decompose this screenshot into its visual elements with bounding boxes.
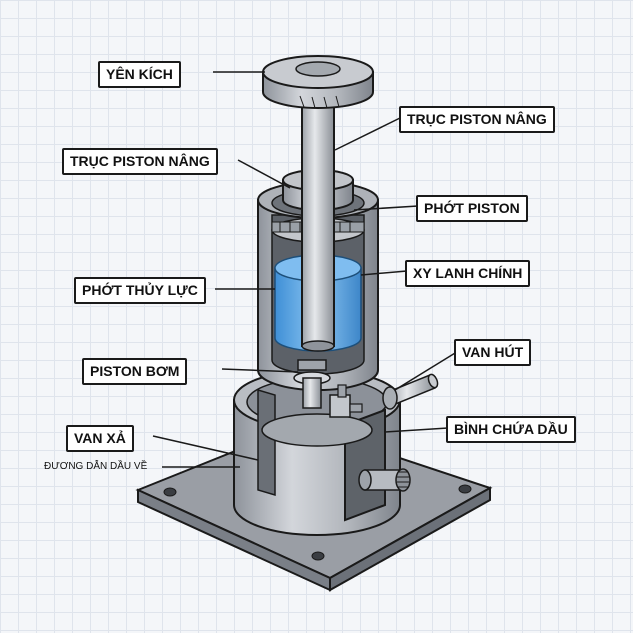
suction-valve-pipe — [382, 373, 439, 410]
leader-lines — [152, 71, 461, 468]
label-van-xa: VAN XẢ — [66, 425, 134, 452]
release-valve — [358, 468, 411, 492]
label-truc-piston-nang-right: TRỤC PISTON NÂNG — [399, 106, 555, 133]
piston-rod — [301, 95, 335, 352]
label-piston-bom: PISTON BƠM — [82, 358, 188, 385]
label-duong-dan-dau-ve: ĐƯƠNG DẪN DẦU VỀ — [44, 461, 148, 472]
label-binh-chua-dau: BÌNH CHỨA DẦU — [446, 416, 576, 443]
label-yen-kich: YÊN KÍCH — [98, 61, 181, 88]
label-phot-piston: PHỚT PISTON — [416, 195, 528, 222]
label-xy-lanh-chinh: XY LANH CHÍNH — [405, 260, 531, 287]
label-phot-thuy-luc: PHỚT THỦY LỰC — [74, 277, 206, 304]
label-van-hut: VAN HÚT — [454, 339, 532, 366]
pump-piston — [293, 359, 331, 409]
label-truc-piston-nang-left: TRỤC PISTON NÂNG — [62, 148, 218, 175]
valve-block — [329, 384, 363, 418]
jack-saddle — [262, 55, 374, 109]
